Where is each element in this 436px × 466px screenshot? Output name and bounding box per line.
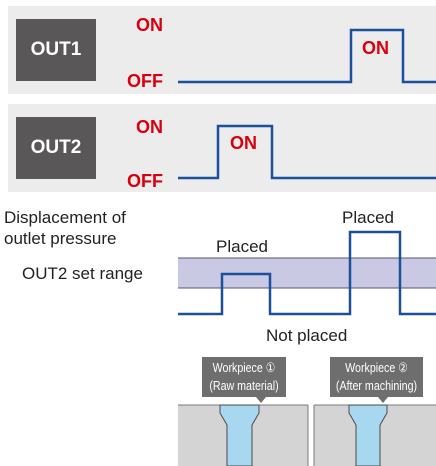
nozzle-2 <box>348 404 388 466</box>
pressure-heading-line1: Displacement of <box>4 208 126 227</box>
out2-signal-line <box>178 124 436 180</box>
workpiece-1-name: Workpiece ① <box>212 360 276 375</box>
set-range-band <box>178 258 436 288</box>
out1-signal-line <box>178 28 436 84</box>
placed-label-1: Placed <box>216 237 268 256</box>
out2-label: OUT2 <box>16 117 96 179</box>
workpiece-2-tag <box>330 357 423 403</box>
placed-label-2: Placed <box>342 208 394 227</box>
workpiece-1-tag <box>202 357 286 403</box>
out2-panel: OUT2 ON OFF ON <box>8 104 436 192</box>
out2-off-level: OFF <box>127 171 163 191</box>
out1-label: OUT1 <box>16 19 96 81</box>
workpiece-2-name: Workpiece ② <box>345 360 408 375</box>
workpiece-1-desc: (Raw material) <box>209 378 279 393</box>
out2-signal-wave <box>178 124 436 180</box>
out1-on-level: ON <box>136 15 163 35</box>
nozzle-1 <box>219 404 260 466</box>
workpiece-1-fixture <box>178 357 309 466</box>
out1-pulse-label: ON <box>362 38 389 58</box>
workpiece-2-desc: (After machining) <box>335 378 418 393</box>
not-placed-label: Not placed <box>266 326 348 345</box>
out2-pulse-label: ON <box>230 133 257 153</box>
pressure-signal-line <box>178 230 436 316</box>
pressure-heading-line2: outlet pressure <box>4 229 117 248</box>
out1-signal-wave <box>178 28 436 84</box>
out1-panel: OUT1 ON OFF ON <box>8 6 436 94</box>
workpiece-2-fixture <box>313 357 436 466</box>
out2-on-level: ON <box>136 117 163 137</box>
set-range-label: OUT2 set range <box>22 264 143 283</box>
out1-off-level: OFF <box>127 71 163 91</box>
